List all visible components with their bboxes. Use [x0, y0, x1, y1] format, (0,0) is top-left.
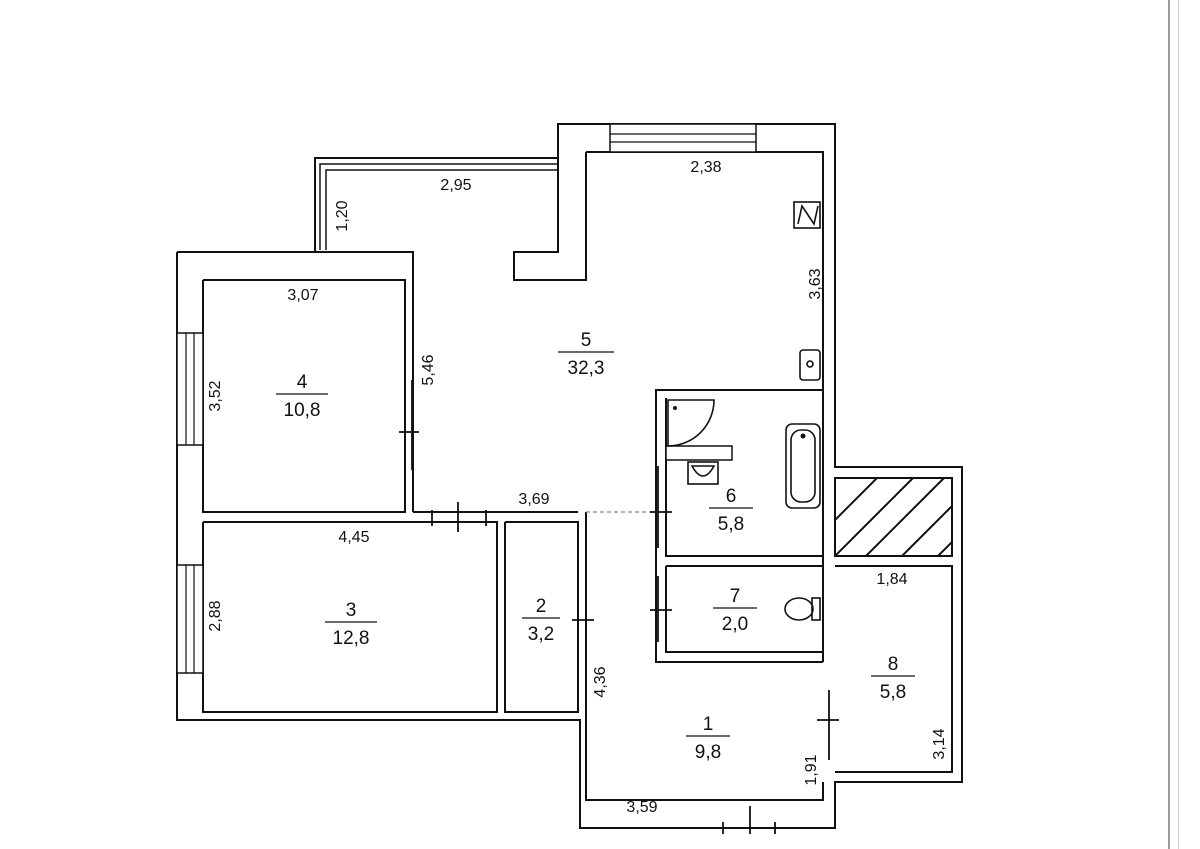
door-marks	[399, 380, 839, 834]
dim-balcony-depth: 1,20	[334, 200, 351, 231]
room-5-number: 5	[581, 330, 592, 351]
dimension-labels: 2,95 1,20 2,38 3,63 3,07 3,52 5,46 3,69 …	[207, 159, 948, 816]
dim-room3-width: 4,45	[338, 529, 369, 546]
bathtub-icon	[785, 423, 821, 509]
dim-kitchen-side: 3,63	[807, 268, 824, 299]
room-6-area: 5,8	[718, 514, 744, 535]
dim-room8-width: 1,84	[876, 571, 907, 588]
dim-balcony-width: 2,95	[440, 177, 471, 194]
dim-room4-width: 3,07	[287, 287, 318, 304]
toilet-icon	[784, 597, 821, 621]
balcony-parapet	[319, 163, 558, 250]
room-2-area: 3,2	[528, 624, 554, 645]
room-1-number: 1	[703, 714, 714, 735]
room-3-number: 3	[346, 600, 357, 621]
dim-kitchen-window: 2,38	[690, 159, 721, 176]
washbasin-icon	[687, 461, 719, 485]
dim-hall-door: 1,91	[803, 754, 820, 785]
room-5-area: 32,3	[568, 358, 605, 379]
kitchen-sink-icon	[799, 349, 821, 381]
room-4-area: 10,8	[284, 400, 321, 421]
room-8-area: 5,8	[880, 682, 906, 703]
room-8-number: 8	[888, 654, 899, 675]
dim-corridor: 3,69	[518, 491, 549, 508]
room-7-area: 2,0	[722, 614, 748, 635]
dim-living-side: 5,46	[420, 354, 437, 385]
shower-corner-icon	[667, 399, 715, 447]
room8-walls	[835, 565, 953, 773]
room4-window	[176, 332, 204, 446]
page-edge	[1168, 0, 1200, 849]
floor-plan: 1 9,8 2 3,2 3 12,8 4 10,8 5 32,3 6 5,8 7…	[176, 123, 963, 834]
exterior-walls	[176, 123, 963, 829]
room3-window	[176, 564, 204, 674]
kitchen-window	[609, 123, 757, 153]
room-1-area: 9,8	[695, 742, 721, 763]
dim-room3-height: 2,88	[207, 600, 224, 631]
dim-hall-side: 4,36	[592, 666, 609, 697]
room-7-number: 7	[730, 586, 741, 607]
dim-room4-height: 3,52	[207, 380, 224, 411]
room-2-number: 2	[536, 596, 547, 617]
dim-room8-height: 3,14	[931, 728, 948, 759]
room-6-number: 6	[726, 486, 737, 507]
dim-hall-width: 3,59	[626, 799, 657, 816]
room-labels: 1 9,8 2 3,2 3 12,8 4 10,8 5 32,3 6 5,8 7…	[276, 330, 915, 763]
room-4-number: 4	[297, 372, 308, 393]
stove-icon	[793, 201, 821, 229]
ventilation-shaft	[834, 477, 953, 557]
room-3-area: 12,8	[333, 628, 370, 649]
bathroom-block	[655, 389, 824, 663]
